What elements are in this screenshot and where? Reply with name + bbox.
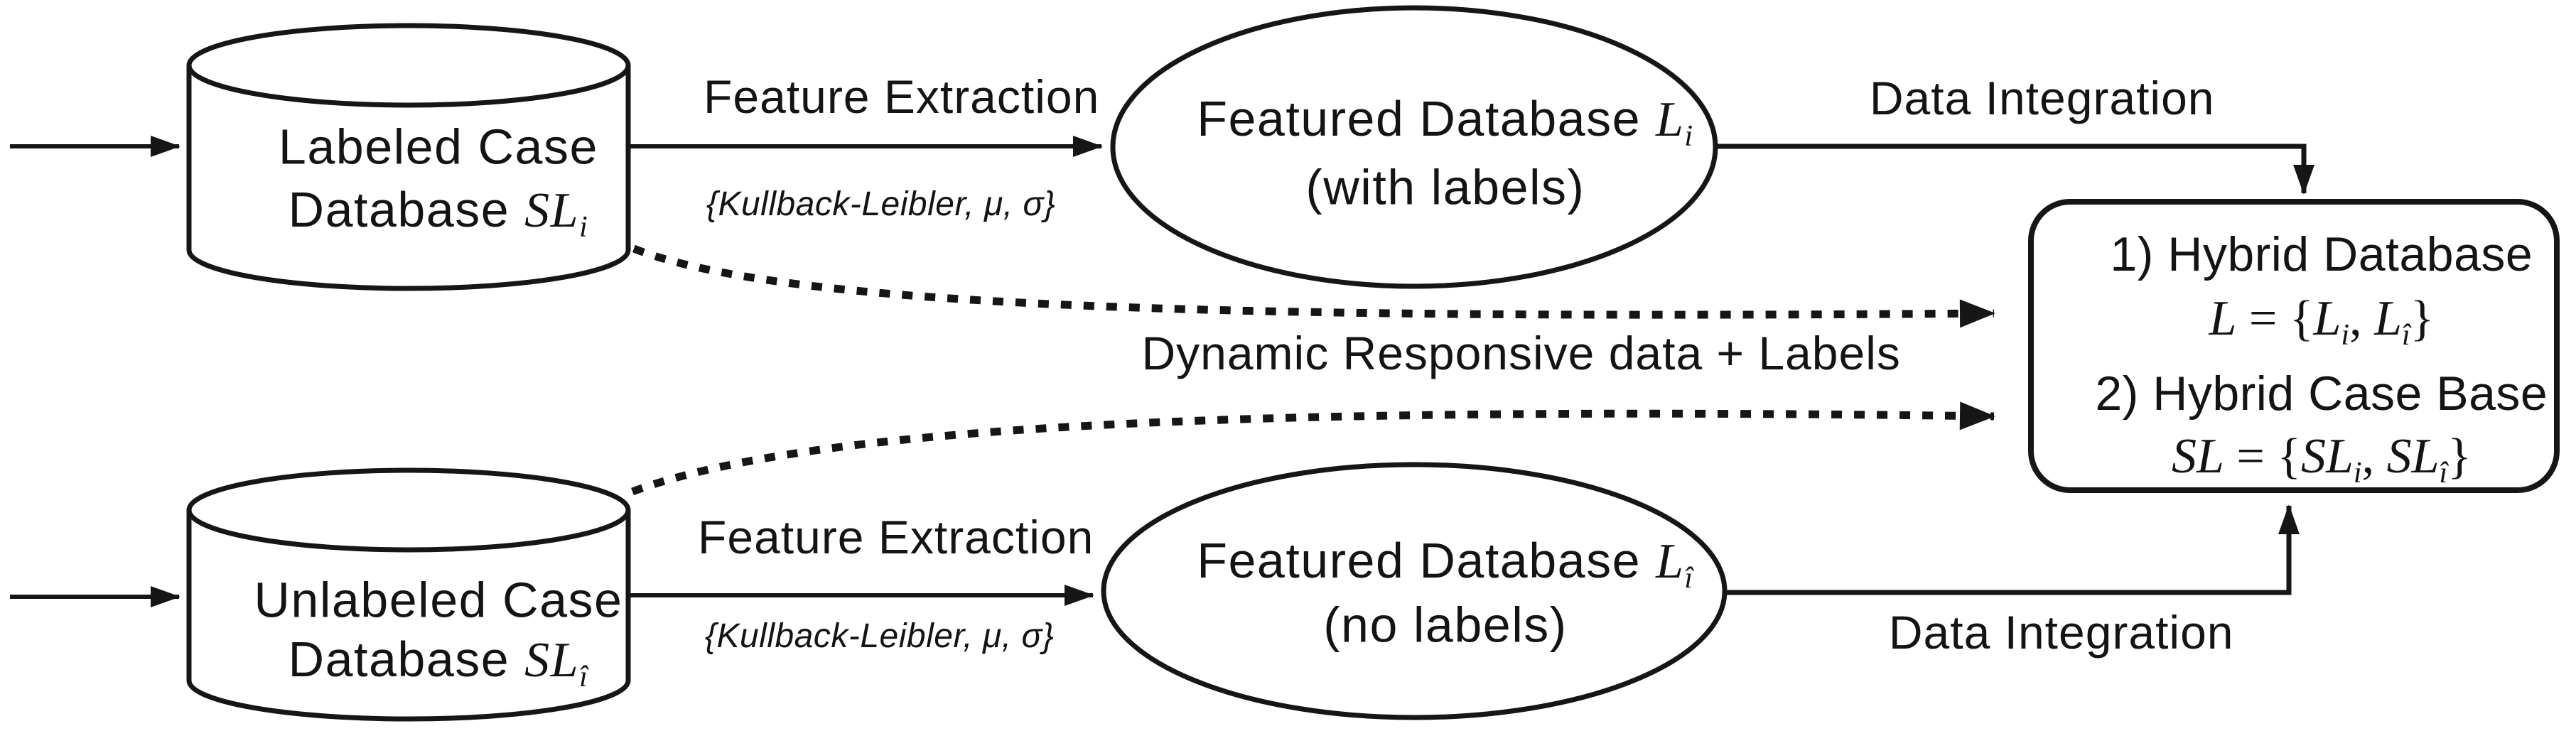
cylinder-labeled-case-database (186, 23, 631, 291)
feature-extraction-label-top: Feature Extraction (649, 19, 1100, 174)
math-close-brace: } (2447, 428, 2472, 484)
math-sub-i: i (579, 211, 589, 244)
labeled-case-db-text: Labeled Case (278, 119, 598, 175)
math-sub-i-hat: î (2439, 457, 2448, 490)
featured-db-top-label-line1: Featured Database Li (1137, 37, 1693, 207)
math-sub-i: i (2353, 457, 2362, 490)
math-sub-i-hat: î (579, 661, 589, 694)
unlabeled-case-db-label-line1: Unlabeled Case (195, 519, 623, 683)
kullback-leibler-text: {Kullback-Leibler, μ, σ} (706, 185, 1056, 223)
featured-db-bottom-prefix: Featured Database (1197, 532, 1656, 588)
math-var-SL: SL (2171, 428, 2224, 484)
ellipse-featured-database-bottom (1101, 462, 1728, 720)
featured-db-bottom-label-line1: Featured Database Lî (1137, 479, 1693, 649)
math-var-L: L (2313, 291, 2341, 346)
math-comma: , (2349, 291, 2375, 346)
math-sub-i: i (2341, 319, 2350, 352)
math-var-SL: SL (2386, 428, 2440, 484)
kullback-leibler-text: {Kullback-Leibler, μ, σ} (704, 617, 1055, 655)
math-sub-i-hat: î (2402, 319, 2410, 352)
dashed-arrow-labeled-to-hybrid (632, 244, 1995, 328)
dynamic-responsive-label: Dynamic Responsive data + Labels (1087, 276, 1901, 431)
unlabeled-case-db-label-line2: Database SLî (229, 578, 589, 731)
unlabeled-case-db-prefix: Database (288, 631, 525, 687)
ellipse-featured-database-top (1110, 5, 1718, 289)
kullback-leibler-label-top: {Kullback-Leibler, μ, σ} (667, 148, 1056, 261)
feature-extraction-text: Feature Extraction (704, 70, 1100, 123)
math-var-L: L (1655, 534, 1685, 589)
math-var-L: L (2209, 291, 2237, 346)
math-close-brace: } (2410, 291, 2435, 346)
labeled-case-db-label-line2: Database SLi (229, 128, 589, 298)
labeled-case-db-label-line1: Labeled Case (219, 65, 598, 229)
featured-db-top-label-line2: (with labels) (1246, 106, 1585, 270)
data-integration-arrow-top (1714, 144, 2314, 195)
data-integration-text: Data Integration (1869, 71, 2215, 124)
unlabeled-case-db-text: Unlabeled Case (254, 572, 623, 628)
featured-db-top-prefix: Featured Database (1197, 90, 1656, 146)
with-labels-text: (with labels) (1305, 159, 1585, 215)
hybrid-box-line1: 1) Hybrid Database (2055, 175, 2533, 334)
featured-db-bottom-label-line2: (no labels) (1263, 543, 1567, 708)
math-sub-i: i (1684, 120, 1694, 153)
math-var-SL: SL (524, 183, 580, 238)
math-comma: , (2361, 428, 2387, 484)
math-op-eq: = { (2236, 291, 2314, 346)
cylinder-unlabeled-case-database (186, 467, 631, 722)
data-integration-label-bottom: Data Integration (1834, 555, 2234, 710)
no-labels-text: (no labels) (1323, 597, 1568, 653)
math-var-L: L (2374, 291, 2403, 346)
hybrid-case-base-text: 2) Hybrid Case Base (2095, 366, 2548, 421)
data-integration-text: Data Integration (1888, 605, 2234, 659)
dashed-arrow-unlabeled-to-hybrid (631, 401, 1995, 496)
kullback-leibler-label-bottom: {Kullback-Leibler, μ, σ} (666, 580, 1055, 693)
dynamic-responsive-text: Dynamic Responsive data + Labels (1141, 326, 1901, 379)
math-op-eq: = { (2224, 428, 2301, 484)
math-var-SL: SL (2300, 428, 2354, 484)
data-integration-arrow-bottom (1725, 504, 2300, 595)
cylinder-bottom-lid (186, 467, 631, 553)
hybrid-box-formula-SL: SL = {SLi, SLî} (2116, 374, 2472, 544)
data-integration-label-top: Data Integration (1815, 21, 2215, 175)
hybrid-box-formula-L: L = {Li, Lî} (2154, 236, 2435, 406)
math-var-L: L (1655, 92, 1685, 147)
math-sub-i-hat: î (1684, 562, 1694, 595)
cylinder-top-lid (186, 23, 631, 108)
math-var-SL: SL (524, 632, 580, 688)
hybrid-box-line3: 2) Hybrid Case Base (2040, 314, 2548, 473)
feature-extraction-text: Feature Extraction (698, 510, 1094, 563)
feature-extraction-label-bottom: Feature Extraction (643, 460, 1094, 614)
hybrid-database-text: 1) Hybrid Database (2110, 227, 2533, 281)
labeled-case-db-prefix: Database (288, 181, 525, 237)
hybrid-box-shape (2028, 199, 2560, 493)
